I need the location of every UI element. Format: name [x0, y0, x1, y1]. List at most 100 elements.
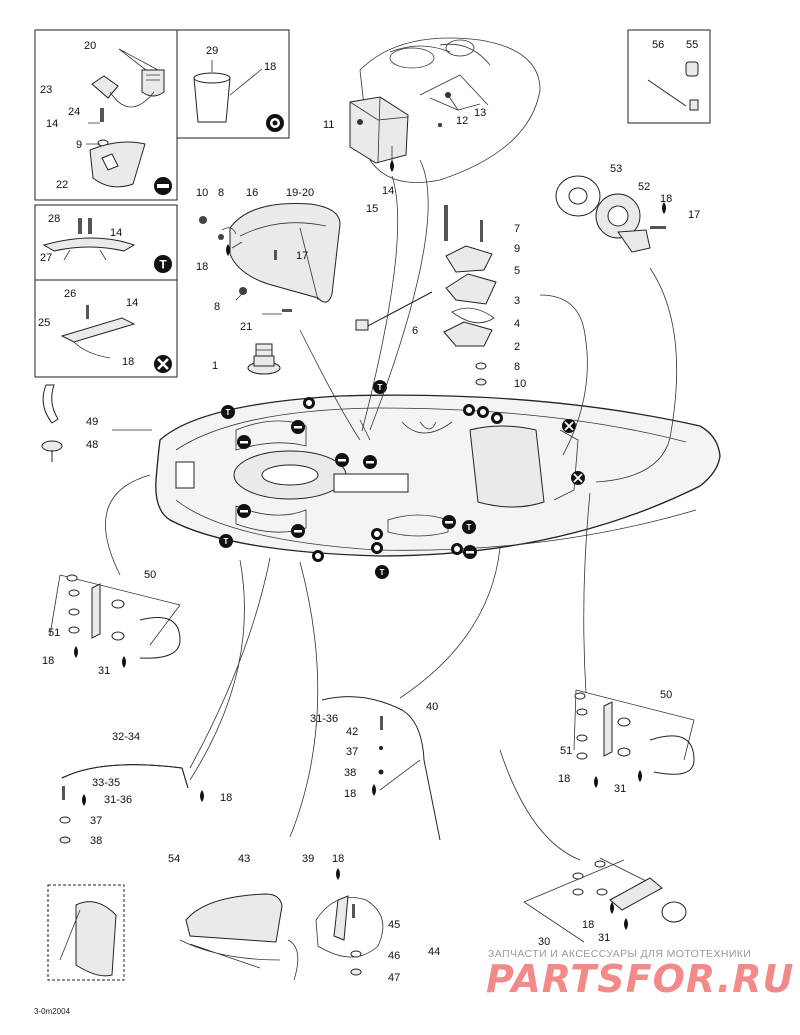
magnified-view-top: [359, 37, 541, 183]
hull-x-symbols: [562, 419, 585, 485]
svg-text:T: T: [226, 408, 231, 417]
callout: 29: [206, 45, 218, 57]
svg-text:T: T: [159, 258, 167, 272]
callout: 26: [64, 288, 76, 300]
part-24-screw: [100, 108, 104, 122]
leader-lines: [105, 159, 678, 861]
hull-minus-symbols: [237, 420, 477, 559]
callout: 8: [214, 301, 220, 313]
part-53-disc: [555, 175, 601, 217]
callout: 32-34: [112, 731, 140, 743]
callout: 23: [40, 84, 52, 96]
part-1-plug: [247, 343, 281, 375]
part-15-cover: [229, 203, 341, 303]
callout: 31: [598, 932, 610, 944]
callout: 17: [688, 209, 700, 221]
hull-deck: [155, 394, 721, 557]
callout: 52: [638, 181, 650, 193]
hull-t-letters: TT TT T: [224, 383, 472, 577]
callout: 25: [38, 317, 50, 329]
minus-symbol: [154, 177, 172, 195]
callout: 18: [220, 792, 232, 804]
inset-box-25: [34, 279, 178, 378]
callout: 14: [382, 185, 394, 197]
hull-t-symbols: [219, 380, 476, 579]
callout: 10: [514, 378, 526, 390]
callout: 37: [346, 746, 358, 758]
callout: 53: [610, 163, 622, 175]
svg-text:T: T: [378, 383, 383, 392]
callout: 12: [456, 115, 468, 127]
callout: 4: [514, 318, 520, 330]
callout: 14: [46, 118, 58, 130]
watermark-tagline: ЗАПЧАСТИ И АКСЕССУАРЫ ДЛЯ МОТОТЕХНИКИ: [488, 948, 751, 960]
callout: 55: [686, 39, 698, 51]
callout: 44: [428, 946, 440, 958]
callout: 48: [86, 439, 98, 451]
callout: 17: [296, 250, 308, 262]
callout: 56: [652, 39, 664, 51]
callout-labels: 20 23 24 14 9 22 29 18 11 12 13 14 56 55…: [38, 39, 700, 984]
circle-dot-symbol: [266, 114, 284, 132]
callout: 33-35: [92, 777, 120, 789]
callout: 51: [48, 627, 60, 639]
callout: 31-36: [310, 713, 338, 725]
callout: 18: [558, 773, 570, 785]
part-22-latch-plate: [89, 141, 146, 188]
callout: 49: [86, 416, 98, 428]
watermark-logo: PARTSFOR.RU: [486, 957, 794, 1001]
callout: 31: [614, 783, 626, 795]
part-27-cleat: [42, 237, 136, 261]
callout: 2: [514, 341, 520, 353]
callout: 18: [582, 919, 594, 931]
callout: 43: [238, 853, 250, 865]
callout: 38: [90, 835, 102, 847]
part-50-handle-right: [573, 689, 695, 775]
inset-box-56: [627, 29, 711, 124]
inset-box-54: [47, 884, 125, 981]
callout: 8: [514, 361, 520, 373]
callout: 50: [144, 569, 156, 581]
callout: 30: [538, 936, 550, 948]
callout: 37: [90, 815, 102, 827]
callout: 6: [412, 325, 418, 337]
callout: 20: [84, 40, 96, 52]
callout: 10: [196, 187, 208, 199]
callout: 11: [323, 119, 334, 131]
part-25-plate: [60, 317, 136, 359]
part-32-hose: [59, 764, 189, 844]
figure-code: 3-0m2004: [34, 1007, 71, 1016]
t-symbol: T: [154, 255, 172, 273]
part-30-eye: [523, 857, 687, 943]
callout: 5: [514, 265, 520, 277]
part-40-pipe: [321, 696, 441, 841]
part-11-box: [349, 96, 409, 164]
part-20-latch: [141, 69, 165, 97]
callout: 24: [68, 106, 80, 118]
callout: 28: [48, 213, 60, 225]
callout: 45: [388, 919, 400, 931]
callout: 38: [344, 767, 356, 779]
magnified-view-bottom: [315, 895, 384, 976]
callout: 16: [246, 187, 258, 199]
callout: 46: [388, 950, 400, 962]
svg-text:T: T: [380, 568, 385, 577]
callout: 13: [474, 107, 486, 119]
callout: 19-20: [286, 187, 314, 199]
callout: 51: [560, 745, 572, 757]
part-6-cable: [355, 291, 433, 331]
part-39-cover: [179, 893, 299, 981]
hull-circle-dot-symbols: [303, 397, 503, 562]
callout: 8: [218, 187, 224, 199]
callout: 14: [110, 227, 122, 239]
callout: 39: [302, 853, 314, 865]
callout: 14: [126, 297, 138, 309]
part-52-pump: [595, 193, 651, 253]
callout: 1: [212, 360, 218, 372]
part-49-strap: [42, 384, 59, 424]
part-48-screw: [41, 440, 63, 462]
callout: 18: [332, 853, 344, 865]
callout: 40: [426, 701, 438, 713]
callout: 27: [40, 252, 52, 264]
